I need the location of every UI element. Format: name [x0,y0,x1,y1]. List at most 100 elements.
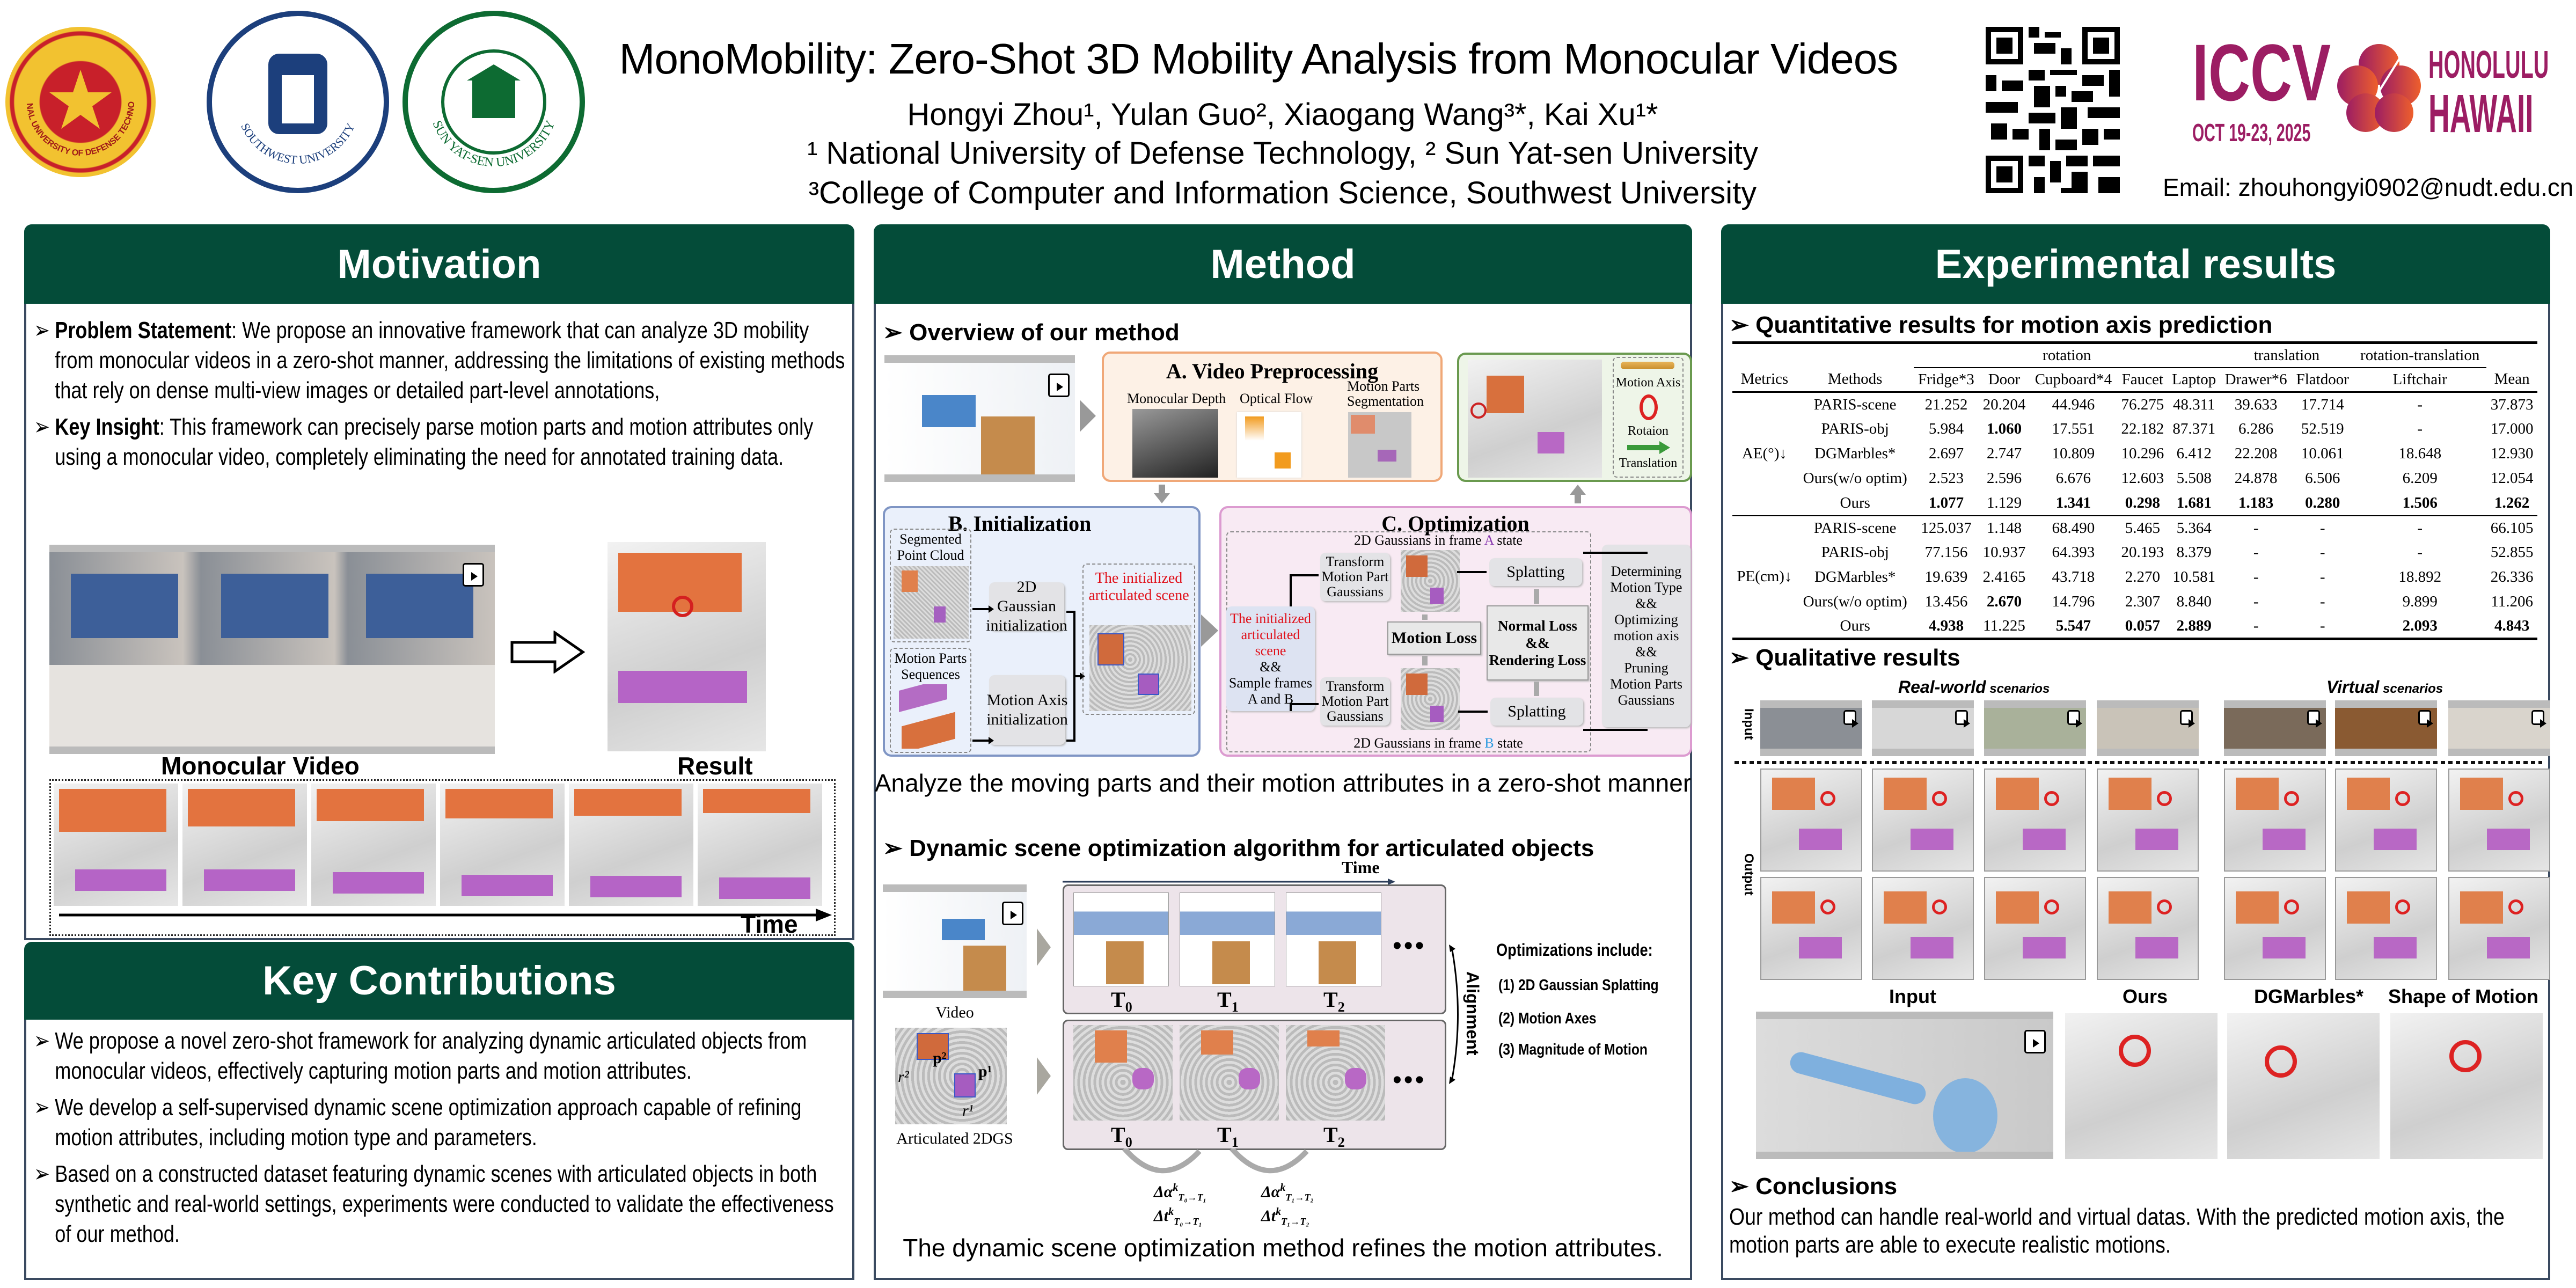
table-value-cell: 39.633 [2234,396,2278,413]
timestep-label: T0 [1111,987,1132,1015]
table-value-cell: 44.946 [2052,396,2095,413]
rotation-axis-icon [2508,791,2523,806]
timestep-subscript: 1 [1231,999,1239,1015]
time-label: Time [741,910,798,938]
delta-subscript: T₁→T₂ [1281,1216,1309,1227]
rotation-axis-icon [2044,899,2059,914]
flow-arrow-icon [1201,614,1218,649]
sequence-frame-2 [182,784,307,906]
video-play-icon [463,563,484,587]
table-value-cell: 12.054 [2490,470,2534,487]
video-frame-image [1073,892,1169,986]
motion-axis-icon [1621,362,1674,369]
table-method-cell: PARIS-obj [1821,544,1889,561]
virtual-label: Virtual scenarios [2326,677,2443,697]
output-result-image [2224,769,2326,872]
translation-icon [1627,441,1670,457]
overview-heading: ➢ Overview of our method [883,319,1180,346]
delta-label: ΔαkT₁→T₂ [1261,1182,1314,1203]
delta-subscript: T₁→T₂ [1285,1192,1314,1203]
frame-b-gaussians-image [1401,668,1460,730]
table-value-cell: 24.878 [2234,470,2278,487]
output-result-image [1984,877,2086,980]
video-play-icon [1002,902,1023,925]
table-value-cell: 17.714 [2301,396,2344,413]
point-cloud-group [890,529,971,642]
moving-part [1772,778,1815,810]
table-value-cell: 2.670 [1986,593,2022,610]
table-value-cell: 1.681 [2168,491,2220,516]
table-column-header: Laptop [2168,367,2220,393]
key-insight-bullet: ➢ Key Insight: This framework can precis… [31,412,847,472]
moving-part [1884,778,1927,810]
qr-code[interactable] [1986,27,2120,193]
table-column-header: Mean [2486,367,2537,393]
bullet-arrow-icon: ➢ [1729,1173,1756,1199]
segmentation-image [1348,412,1411,478]
motivation-header: Motivation [24,224,854,304]
down-arrow-icon [1154,485,1170,506]
dynamic-heading: ➢ Dynamic scene optimization algorithm f… [883,835,1594,861]
legend-motion-axis: Motion Axis [1615,376,1681,390]
moving-part [2109,778,2151,810]
motion-loss-box: Motion Loss [1387,621,1481,655]
table-column-header: Drawer*6 [2220,367,2292,393]
delta-superscript: k [1280,1182,1286,1194]
contact-email[interactable]: Email: zhouhongyi0902@nudt.edu.cn [2163,173,2574,201]
results-header: Experimental results [1721,224,2550,304]
swu-logo: SOUTHWEST UNIVERSITY [207,11,389,193]
moving-part [2374,829,2417,850]
output-result-image [2097,877,2199,980]
video-frame-image [1180,892,1275,986]
bullet-arrow-icon: ➢ [1729,312,1756,338]
result-image [608,542,766,751]
flow-arrow-icon [1037,1057,1051,1097]
input-row-label: Input [1741,708,1756,740]
moving-part [2374,937,2417,958]
table-column-header: Metrics [1732,367,1797,393]
bullet-text: We develop a self-supervised dynamic sce… [55,1094,802,1151]
input-video-thumbnail [1872,700,1974,756]
frame-b-label: 2D Gaussians in frame B state [1353,735,1523,751]
table-column-header: Methods [1796,367,1914,393]
output-result-image [2335,877,2437,980]
splatting-box-a: Splatting [1489,558,1582,586]
table-column-header: Door [1979,367,2030,393]
rotation-axis-icon [2157,899,2172,914]
timestep-label: T1 [1217,987,1239,1015]
table-value-cell: 6.286 [2238,420,2274,437]
conclusions-text: Our method can handle real-world and vir… [1729,1204,2505,1258]
sysu-logo: SUN YAT-SEN UNIVERSITY [402,11,585,193]
moving-part [2135,829,2178,850]
timestep-label: T0 [1111,1123,1132,1150]
cabinet-shape [1106,941,1144,984]
time-label: Time [1342,858,1380,877]
result-label: Result [677,752,753,780]
alignment-arrow-icon [1449,945,1465,1087]
gaussian-init-box: 2D Gaussian initialization [986,578,1067,634]
moving-part [1799,937,1842,958]
table-group-header: rotation [1913,341,2220,368]
bullet-text: We propose a novel zero-shot framework f… [55,1028,807,1084]
table-value-cell: 43.718 [2052,568,2095,586]
transform-gaussians-box-a: Transform Motion Part Gaussians [1320,553,1390,601]
video-play-icon [2531,710,2546,728]
rotation-axis-icon [1932,791,1947,806]
table-value-cell: 2.093 [2353,614,2487,640]
table-value-cell: - [2417,420,2423,437]
delta-subscript: T₀→T₁ [1174,1216,1202,1227]
video-label: Video [935,1004,974,1021]
table-cell [2486,341,2537,368]
point-cloud-label: Segmented Point Cloud [897,531,964,563]
table-value-cell: - [2253,544,2259,561]
output-result-image [1872,877,1974,980]
initialized-scene-group [1082,564,1195,715]
table-cell [1732,341,1914,368]
delta-label: ΔαkT₀→T₁ [1154,1182,1206,1203]
table-value-cell: 1.262 [2486,491,2537,516]
